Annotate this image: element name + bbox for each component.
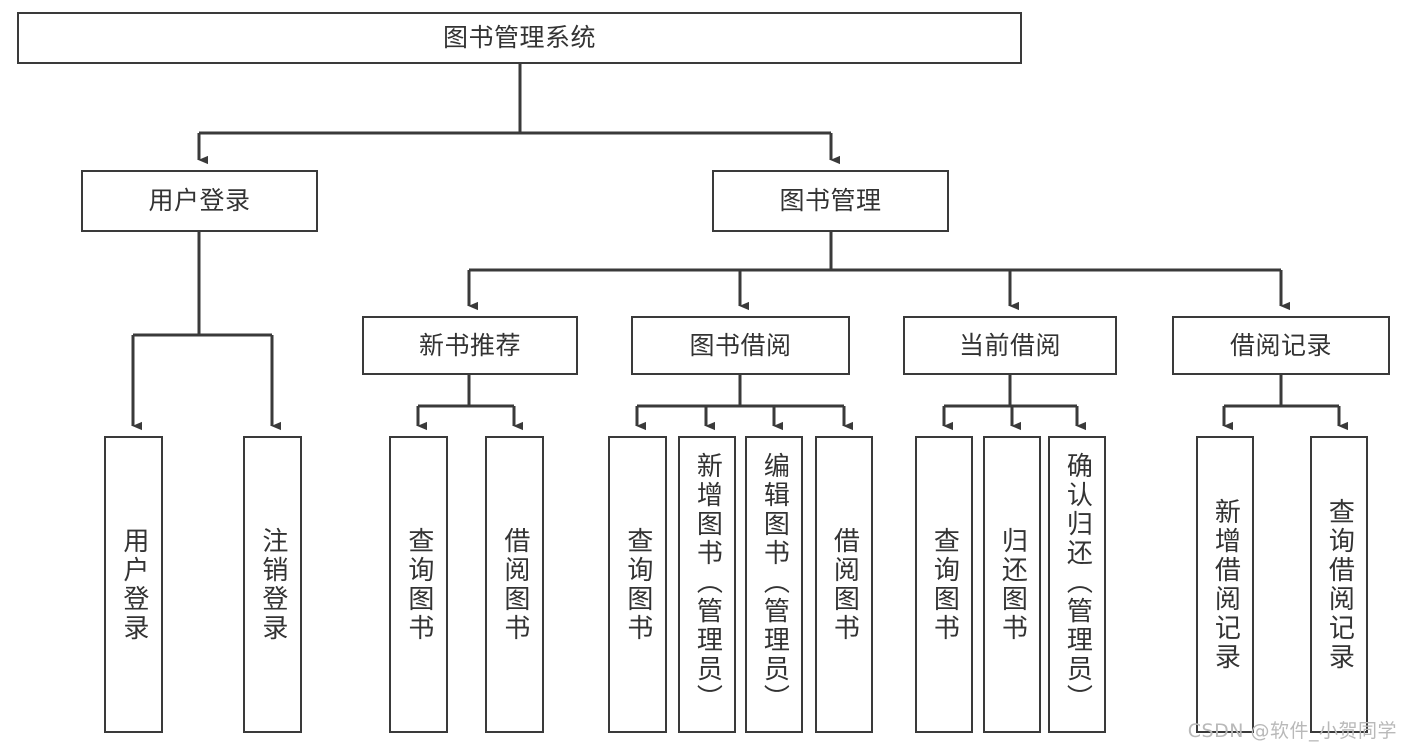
leaf-book-borrow-borrow[interactable]: 借阅图书 <box>815 436 873 733</box>
node-book-borrow[interactable]: 图书借阅 <box>631 316 850 375</box>
node-label: 查询图书 <box>622 526 653 643</box>
node-label: 用户登录 <box>118 526 149 643</box>
leaf-current-borrow-query[interactable]: 查询图书 <box>915 436 973 733</box>
leaf-book-borrow-edit[interactable]: 编辑图书（管理员） <box>745 436 803 733</box>
leaf-new-book-query[interactable]: 查询图书 <box>389 436 448 733</box>
leaf-book-borrow-add[interactable]: 新增图书（管理员） <box>678 436 736 733</box>
node-label: 查询图书 <box>403 526 434 643</box>
leaf-borrow-record-add[interactable]: 新增借阅记录 <box>1196 436 1254 733</box>
node-label: 新增图书（管理员） <box>692 452 723 713</box>
node-label: 当前借阅 <box>958 330 1061 360</box>
node-label: 编辑图书（管理员） <box>759 452 790 713</box>
node-label: 用户登录 <box>148 186 251 216</box>
watermark-text: CSDN @软件_小贺同学 <box>1187 720 1397 742</box>
node-label: 确认归还（管理员） <box>1062 452 1093 713</box>
leaf-current-borrow-return[interactable]: 归还图书 <box>983 436 1041 733</box>
node-borrow-records[interactable]: 借阅记录 <box>1172 316 1390 375</box>
node-label: 注销登录 <box>257 526 288 643</box>
leaf-user-login-logout[interactable]: 注销登录 <box>243 436 302 733</box>
leaf-new-book-borrow[interactable]: 借阅图书 <box>485 436 544 733</box>
node-label: 图书管理系统 <box>442 23 596 53</box>
node-current-borrow[interactable]: 当前借阅 <box>903 316 1117 375</box>
leaf-user-login-login[interactable]: 用户登录 <box>104 436 163 733</box>
leaf-borrow-record-query[interactable]: 查询借阅记录 <box>1310 436 1368 733</box>
leaf-current-borrow-confirm-return[interactable]: 确认归还（管理员） <box>1048 436 1106 733</box>
node-label: 归还图书 <box>997 526 1028 643</box>
node-user-login[interactable]: 用户登录 <box>81 170 318 232</box>
node-label: 借阅图书 <box>499 526 530 643</box>
leaf-book-borrow-query[interactable]: 查询图书 <box>608 436 667 733</box>
node-book-management[interactable]: 图书管理 <box>712 170 949 232</box>
node-label: 查询借阅记录 <box>1324 497 1355 672</box>
node-label: 图书管理 <box>779 186 882 216</box>
node-new-book-recommend[interactable]: 新书推荐 <box>362 316 578 375</box>
node-label: 新增借阅记录 <box>1210 497 1241 672</box>
node-label: 新书推荐 <box>418 330 521 360</box>
node-label: 图书借阅 <box>689 330 792 360</box>
node-label: 查询图书 <box>929 526 960 643</box>
node-label: 借阅图书 <box>829 526 860 643</box>
node-root-system[interactable]: 图书管理系统 <box>17 12 1022 64</box>
node-label: 借阅记录 <box>1229 330 1332 360</box>
